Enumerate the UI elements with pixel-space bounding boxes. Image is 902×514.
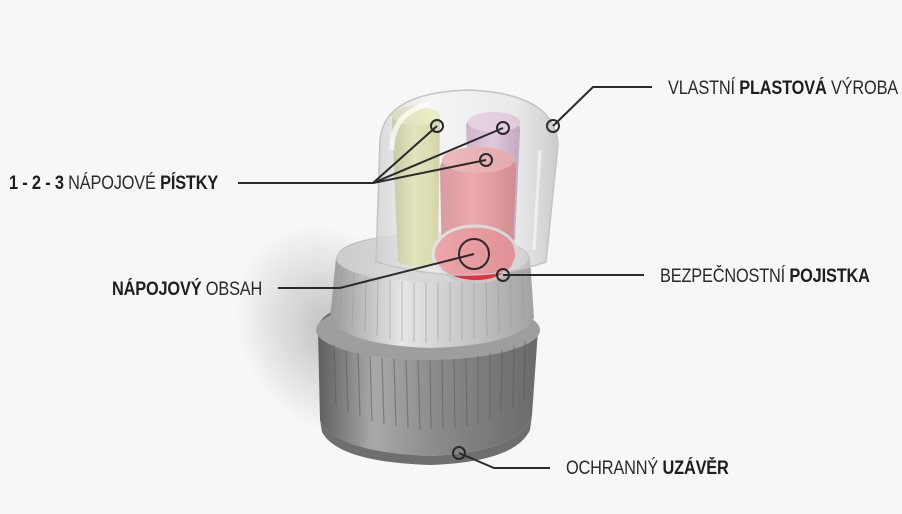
label-pojistka-bold: POJISTKA [789,266,870,287]
label-pistky-numbers: 1 - 2 - 3 [9,173,64,194]
label-obsah-bold: NÁPOJOVÝ [112,279,202,300]
callout-dot-pojistka [496,268,510,282]
label-napojovy-obsah: NÁPOJOVÝ OBSAH [112,280,262,299]
callout-dot-pistky-yellow [430,119,444,133]
label-uzaver-bold: UZÁVĚR [662,458,729,479]
callout-dot-pistky-red [479,153,493,167]
callout-dot-pistky-pink [496,121,510,135]
label-uzaver-pre: OCHRANNÝ [566,458,663,479]
plastic-dome [375,89,559,276]
label-vlastni-pre: VLASTNÍ [668,78,740,99]
callout-dot-uzaver [452,446,466,460]
label-vlastni-bold: PLASTOVÁ [739,78,827,99]
callout-line-pistky-3 [372,159,487,184]
callout-dot-obsah [458,238,490,270]
label-bezpecnostni-pojistka: BEZPEČNOSTNÍ POJISTKA [660,267,870,286]
label-ochranny-uzaver: OCHRANNÝ UZÁVĚR [566,459,729,478]
callout-dot-vlastni [546,119,560,133]
callout-line-obsah [278,253,475,289]
callout-line-vlastni [552,86,652,127]
label-pistky-mid: NÁPOJOVÉ [63,173,161,194]
label-vlastni-plastova-vyroba: VLASTNÍ PLASTOVÁ VÝROBA [668,79,898,98]
callout-line-pistky-2 [372,127,504,184]
label-vlastni-post: VÝROBA [826,78,899,99]
callout-line-uzaver [458,452,550,469]
label-pistky-bold: PÍSTKY [160,173,219,194]
label-pojistka-pre: BEZPEČNOSTNÍ [660,266,790,287]
callout-dots [430,119,560,460]
label-napojove-pistky: 1 - 2 - 3 NÁPOJOVÉ PÍSTKY [9,174,218,193]
callout-lines [238,86,652,469]
label-obsah-post: OBSAH [201,279,263,300]
